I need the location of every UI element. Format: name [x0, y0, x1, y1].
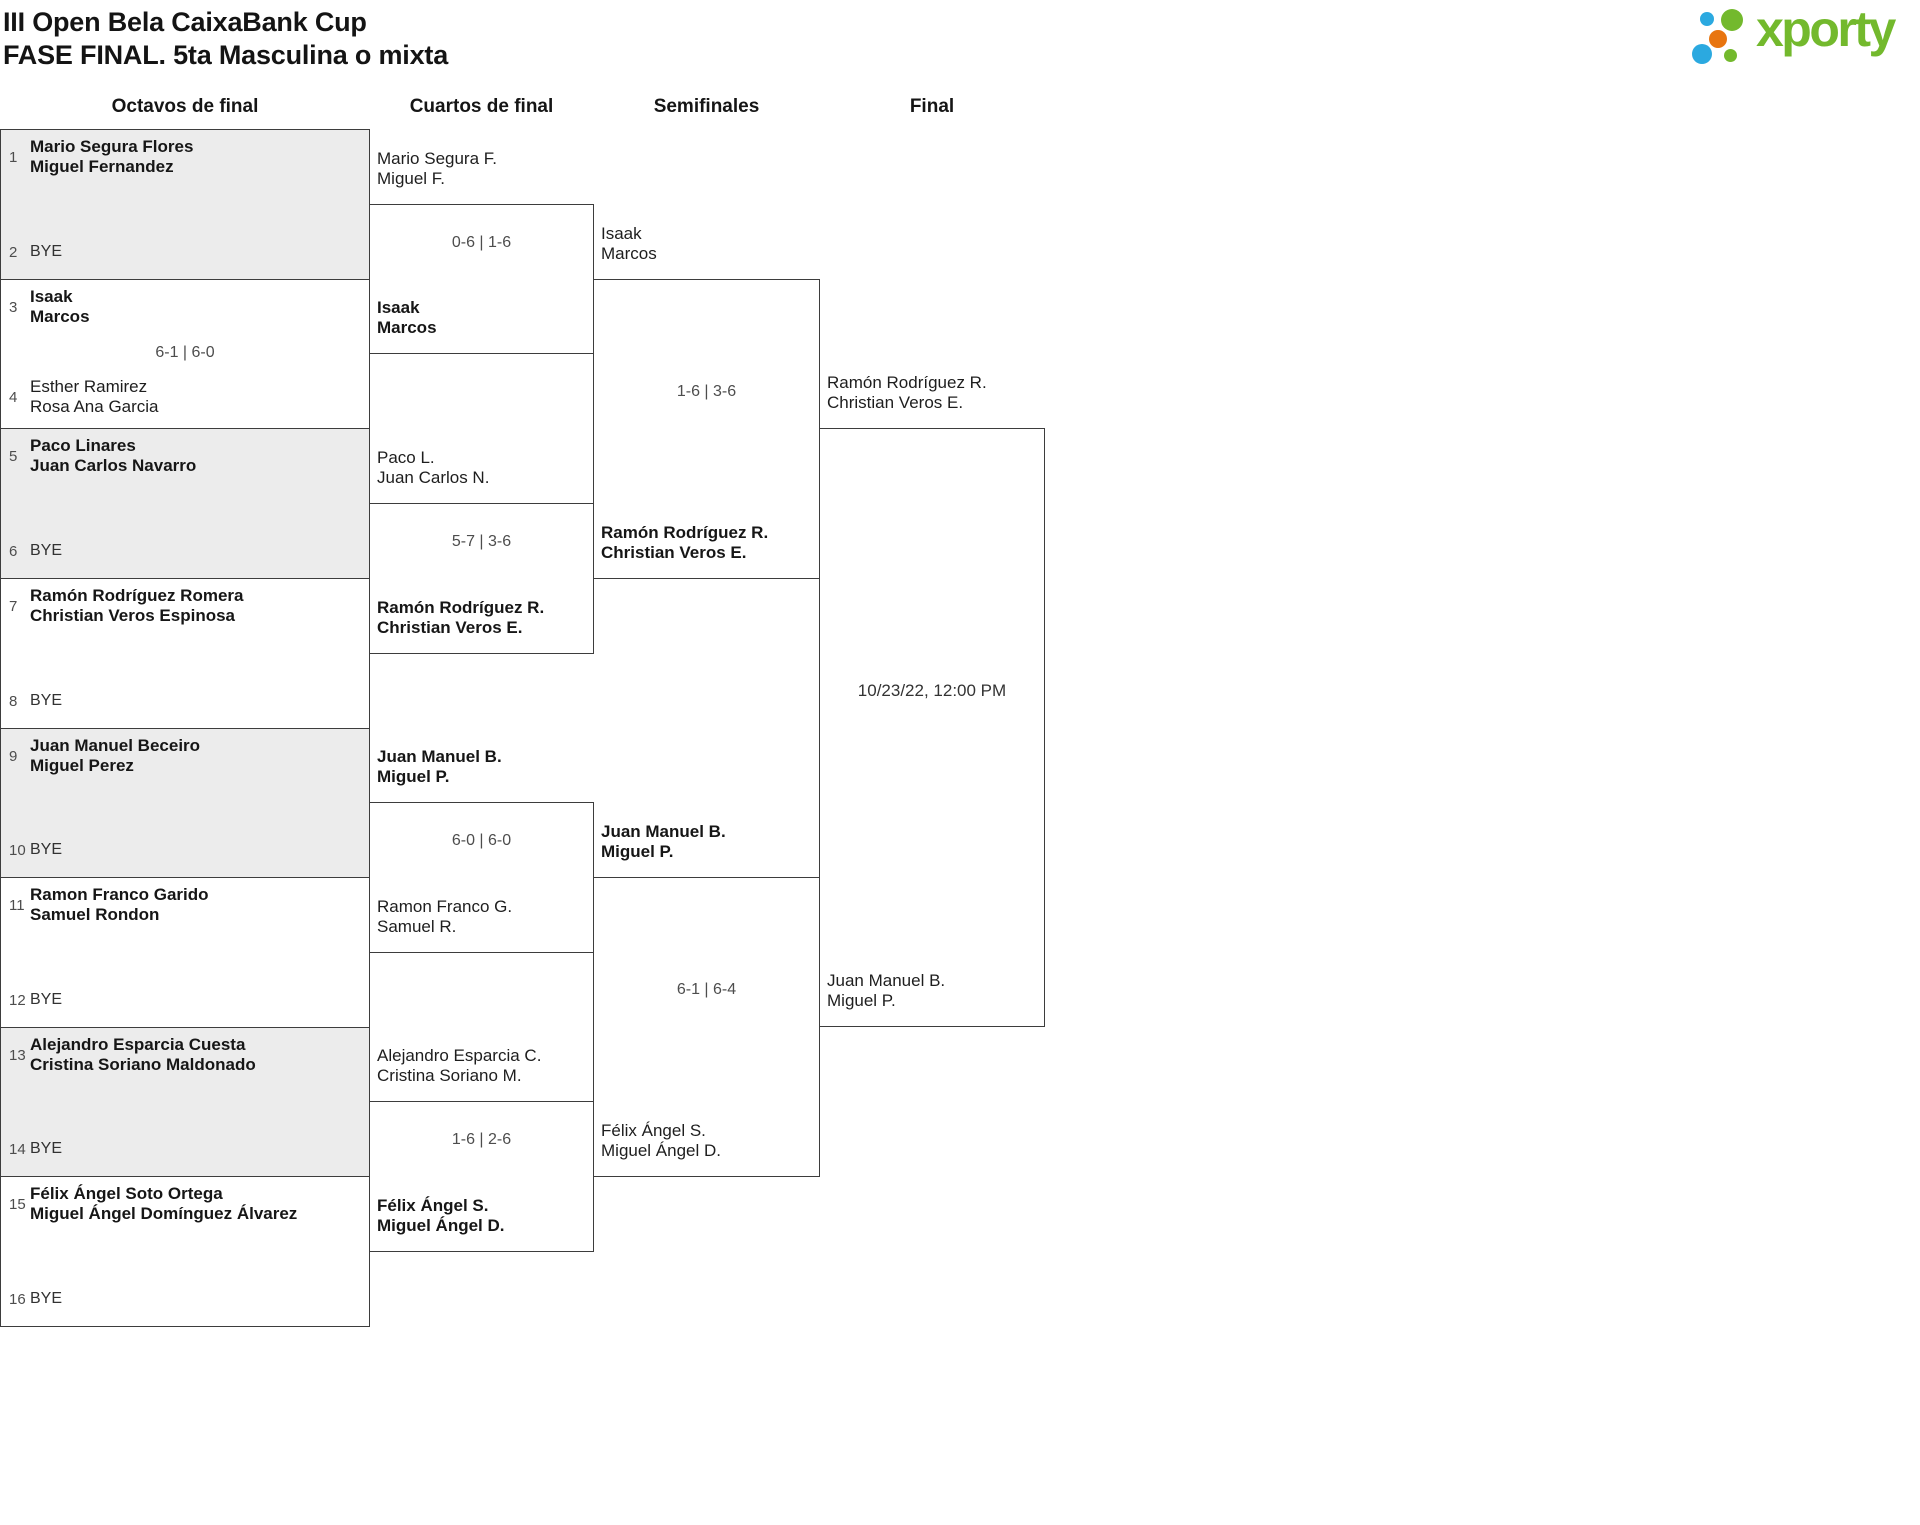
match-score: 6-1 | 6-4 [676, 981, 737, 998]
participant-seed-10: 10 BYE [9, 840, 365, 860]
xporty-logo: xporty [1690, 0, 1920, 75]
participant-seed-14: 14 BYE [9, 1139, 365, 1159]
match-score: 1-6 | 3-6 [676, 383, 737, 400]
seed-number: 10 [9, 841, 26, 859]
final-datetime: 10/23/22, 12:00 PM [857, 681, 1007, 700]
qf1-team-top: Mario Segura F.Miguel F. [377, 149, 497, 188]
seed-number: 5 [9, 447, 18, 465]
seed-number: 16 [9, 1290, 26, 1308]
logo-dot-green-small [1724, 49, 1737, 62]
seed-number: 7 [9, 597, 18, 615]
match-score: 1-6 | 2-6 [451, 1131, 512, 1148]
logo-dot-blue-small [1700, 12, 1714, 26]
round-header-final: Final [909, 96, 955, 117]
seed-number: 3 [9, 298, 18, 316]
participant-seed-8: 8 BYE [9, 691, 365, 711]
participant-seed-12: 12 BYE [9, 990, 365, 1010]
round-header-semifinales: Semifinales [653, 96, 760, 117]
qf4-team-top: Alejandro Esparcia C.Cristina Soriano M. [377, 1046, 542, 1085]
page-title: III Open Bela CaixaBank Cup FASE FINAL. … [3, 6, 448, 72]
logo-dot-green-big [1721, 9, 1743, 31]
round-header-cuartos: Cuartos de final [409, 96, 554, 117]
match-score: 6-1 | 6-0 [155, 344, 215, 361]
sf2-team-bottom: Félix Ángel S.Miguel Ángel D. [601, 1121, 722, 1160]
round-header-octavos: Octavos de final [111, 96, 259, 117]
match-box-final [819, 428, 1045, 1027]
bye-label: BYE [30, 243, 63, 260]
xporty-logo-text: xporty [1756, 1, 1896, 57]
bye-label: BYE [30, 841, 63, 858]
match-score: 5-7 | 3-6 [451, 533, 512, 550]
seed-number: 8 [9, 692, 18, 710]
bye-label: BYE [30, 692, 63, 709]
sf2-team-top-winner: Juan Manuel B.Miguel P. [601, 822, 726, 861]
participant-seed-16: 16 BYE [9, 1289, 365, 1309]
qf2-team-top: Paco L.Juan Carlos N. [377, 448, 490, 487]
match-score: 6-0 | 6-0 [451, 832, 512, 849]
match-score: 0-6 | 1-6 [451, 234, 512, 251]
seed-number: 6 [9, 542, 18, 560]
logo-dot-blue-big [1692, 44, 1712, 64]
seed-number: 12 [9, 991, 26, 1009]
bye-label: BYE [30, 991, 63, 1008]
seed-number: 4 [9, 388, 18, 406]
bye-label: BYE [30, 1140, 63, 1157]
seed-number: 1 [9, 148, 18, 166]
sf1-team-bottom-winner: Ramón Rodríguez R.Christian Veros E. [601, 523, 769, 562]
bye-label: BYE [30, 1290, 63, 1307]
seed-number: 14 [9, 1140, 26, 1158]
seed-number: 11 [9, 896, 25, 914]
seed-number: 13 [9, 1046, 26, 1064]
final-team-top: Ramón Rodríguez R.Christian Veros E. [827, 373, 987, 412]
seed-number: 9 [9, 747, 18, 765]
participant-seed-6: 6 BYE [9, 541, 365, 561]
phase-name: FASE FINAL. 5ta Masculina o mixta [3, 40, 449, 70]
logo-dot-orange [1709, 30, 1727, 48]
tournament-name: III Open Bela CaixaBank Cup [3, 7, 367, 37]
seed-number: 15 [9, 1195, 26, 1213]
match-box-sf-2 [593, 877, 820, 1177]
qf3-team-bottom: Ramon Franco G.Samuel R. [377, 897, 513, 936]
participant-seed-2: 2 BYE [9, 242, 365, 262]
final-team-bottom: Juan Manuel B.Miguel P. [827, 971, 946, 1010]
qf4-team-bottom-winner: Félix Ángel S.Miguel Ángel D. [377, 1196, 505, 1235]
qf2-team-bottom-winner: Ramón Rodríguez R.Christian Veros E. [377, 598, 545, 637]
seed-number: 2 [9, 243, 18, 261]
bye-label: BYE [30, 542, 63, 559]
qf3-team-top-winner: Juan Manuel B.Miguel P. [377, 747, 502, 786]
